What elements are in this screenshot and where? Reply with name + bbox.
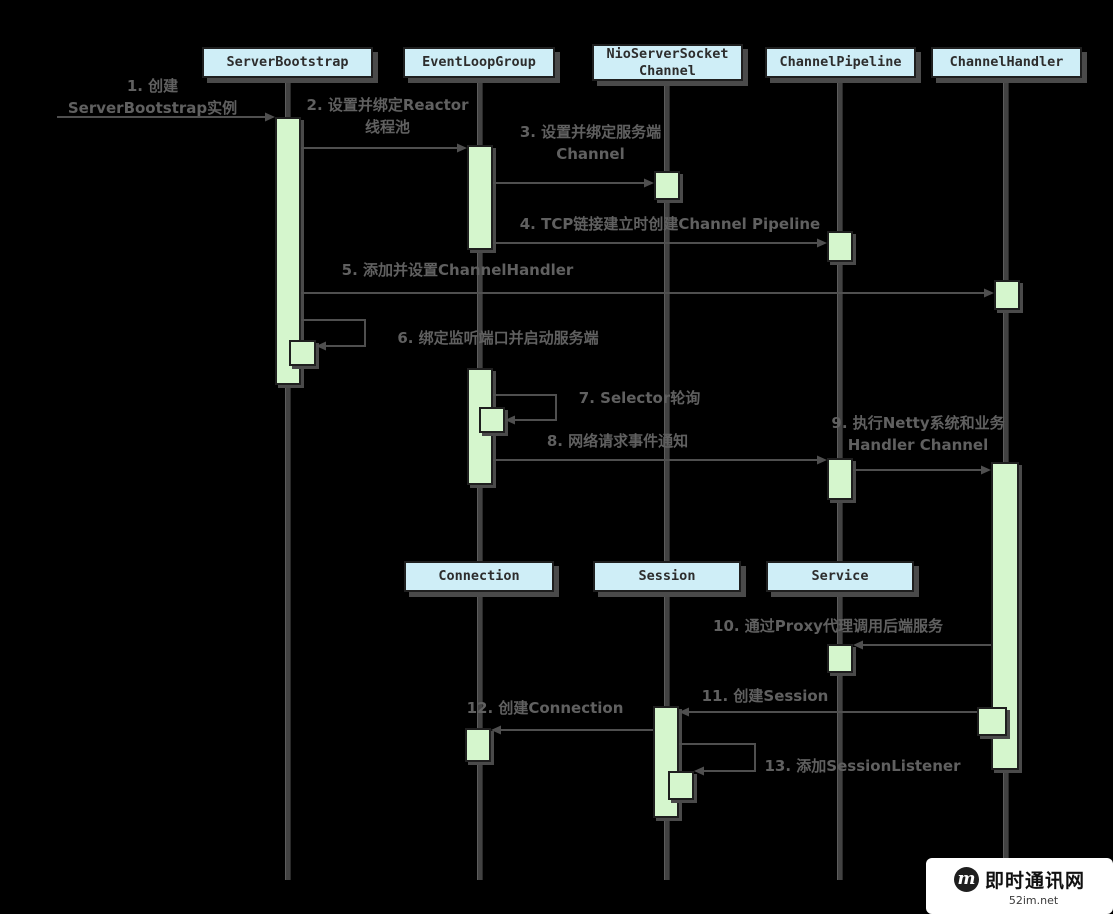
message-arrow <box>853 640 991 650</box>
watermark-title: 即时通讯网 <box>984 869 1085 892</box>
participant-serverbootstrap: ServerBootstrap <box>202 47 373 78</box>
message-arrow <box>493 178 654 188</box>
lifeline <box>285 78 291 880</box>
activation-bar <box>827 458 853 500</box>
participant-session: Session <box>593 561 741 592</box>
participant-channelpipeline: ChannelPipeline <box>765 47 916 78</box>
activation-bar <box>668 771 694 800</box>
message-label: 1. 创建 ServerBootstrap实例 <box>67 77 238 117</box>
message-label: 3. 设置并绑定服务端 Channel <box>519 123 662 163</box>
52im-logo-icon: m <box>953 866 979 892</box>
activation-bar <box>994 280 1020 310</box>
activation-bar <box>653 706 679 818</box>
message-label: 9. 执行Netty系统和业务 Handler Channel <box>831 414 1005 454</box>
message-label: 11. 创建Session <box>701 687 829 705</box>
watermark-badge: m 即时通讯网 52im.net <box>926 858 1113 914</box>
message-arrow <box>301 143 467 153</box>
message-label: 8. 网络请求事件通知 <box>546 432 689 450</box>
participant-nioserversocketchannel: NioServerSocket Channel <box>592 44 743 81</box>
message-arrow <box>853 465 991 475</box>
message-arrow <box>493 238 827 248</box>
activation-bar <box>479 407 505 433</box>
message-arrow <box>679 707 977 717</box>
participant-eventloopgroup: EventLoopGroup <box>403 47 555 78</box>
message-label: 12. 创建Connection <box>466 699 624 717</box>
watermark-domain: 52im.net <box>1008 893 1059 907</box>
activation-bar <box>827 231 853 262</box>
activation-bar <box>465 728 491 762</box>
message-label: 2. 设置并绑定Reactor 线程池 <box>306 96 469 136</box>
lifeline <box>664 81 670 880</box>
message-label: 7. Selector轮询 <box>578 389 701 407</box>
message-label: 4. TCP链接建立时创建Channel Pipeline <box>519 215 821 233</box>
message-arrow <box>493 455 827 465</box>
message-arrow <box>491 725 653 735</box>
message-label: 6. 绑定监听端口并启动服务端 <box>397 329 599 347</box>
activation-bar <box>467 145 493 250</box>
activation-bar <box>977 707 1007 736</box>
message-arrow <box>301 288 994 298</box>
participant-service: Service <box>766 561 914 592</box>
activation-bar <box>289 340 316 366</box>
watermark-row: m 即时通讯网 <box>953 866 1085 893</box>
message-label: 13. 添加SessionListener <box>764 757 961 775</box>
message-label: 5. 添加并设置ChannelHandler <box>341 261 574 279</box>
activation-bar <box>654 171 680 200</box>
participant-channelhandler: ChannelHandler <box>931 47 1082 78</box>
message-label: 10. 通过Proxy代理调用后端服务 <box>713 617 943 635</box>
activation-bar <box>827 644 853 673</box>
participant-connection: Connection <box>404 561 554 592</box>
